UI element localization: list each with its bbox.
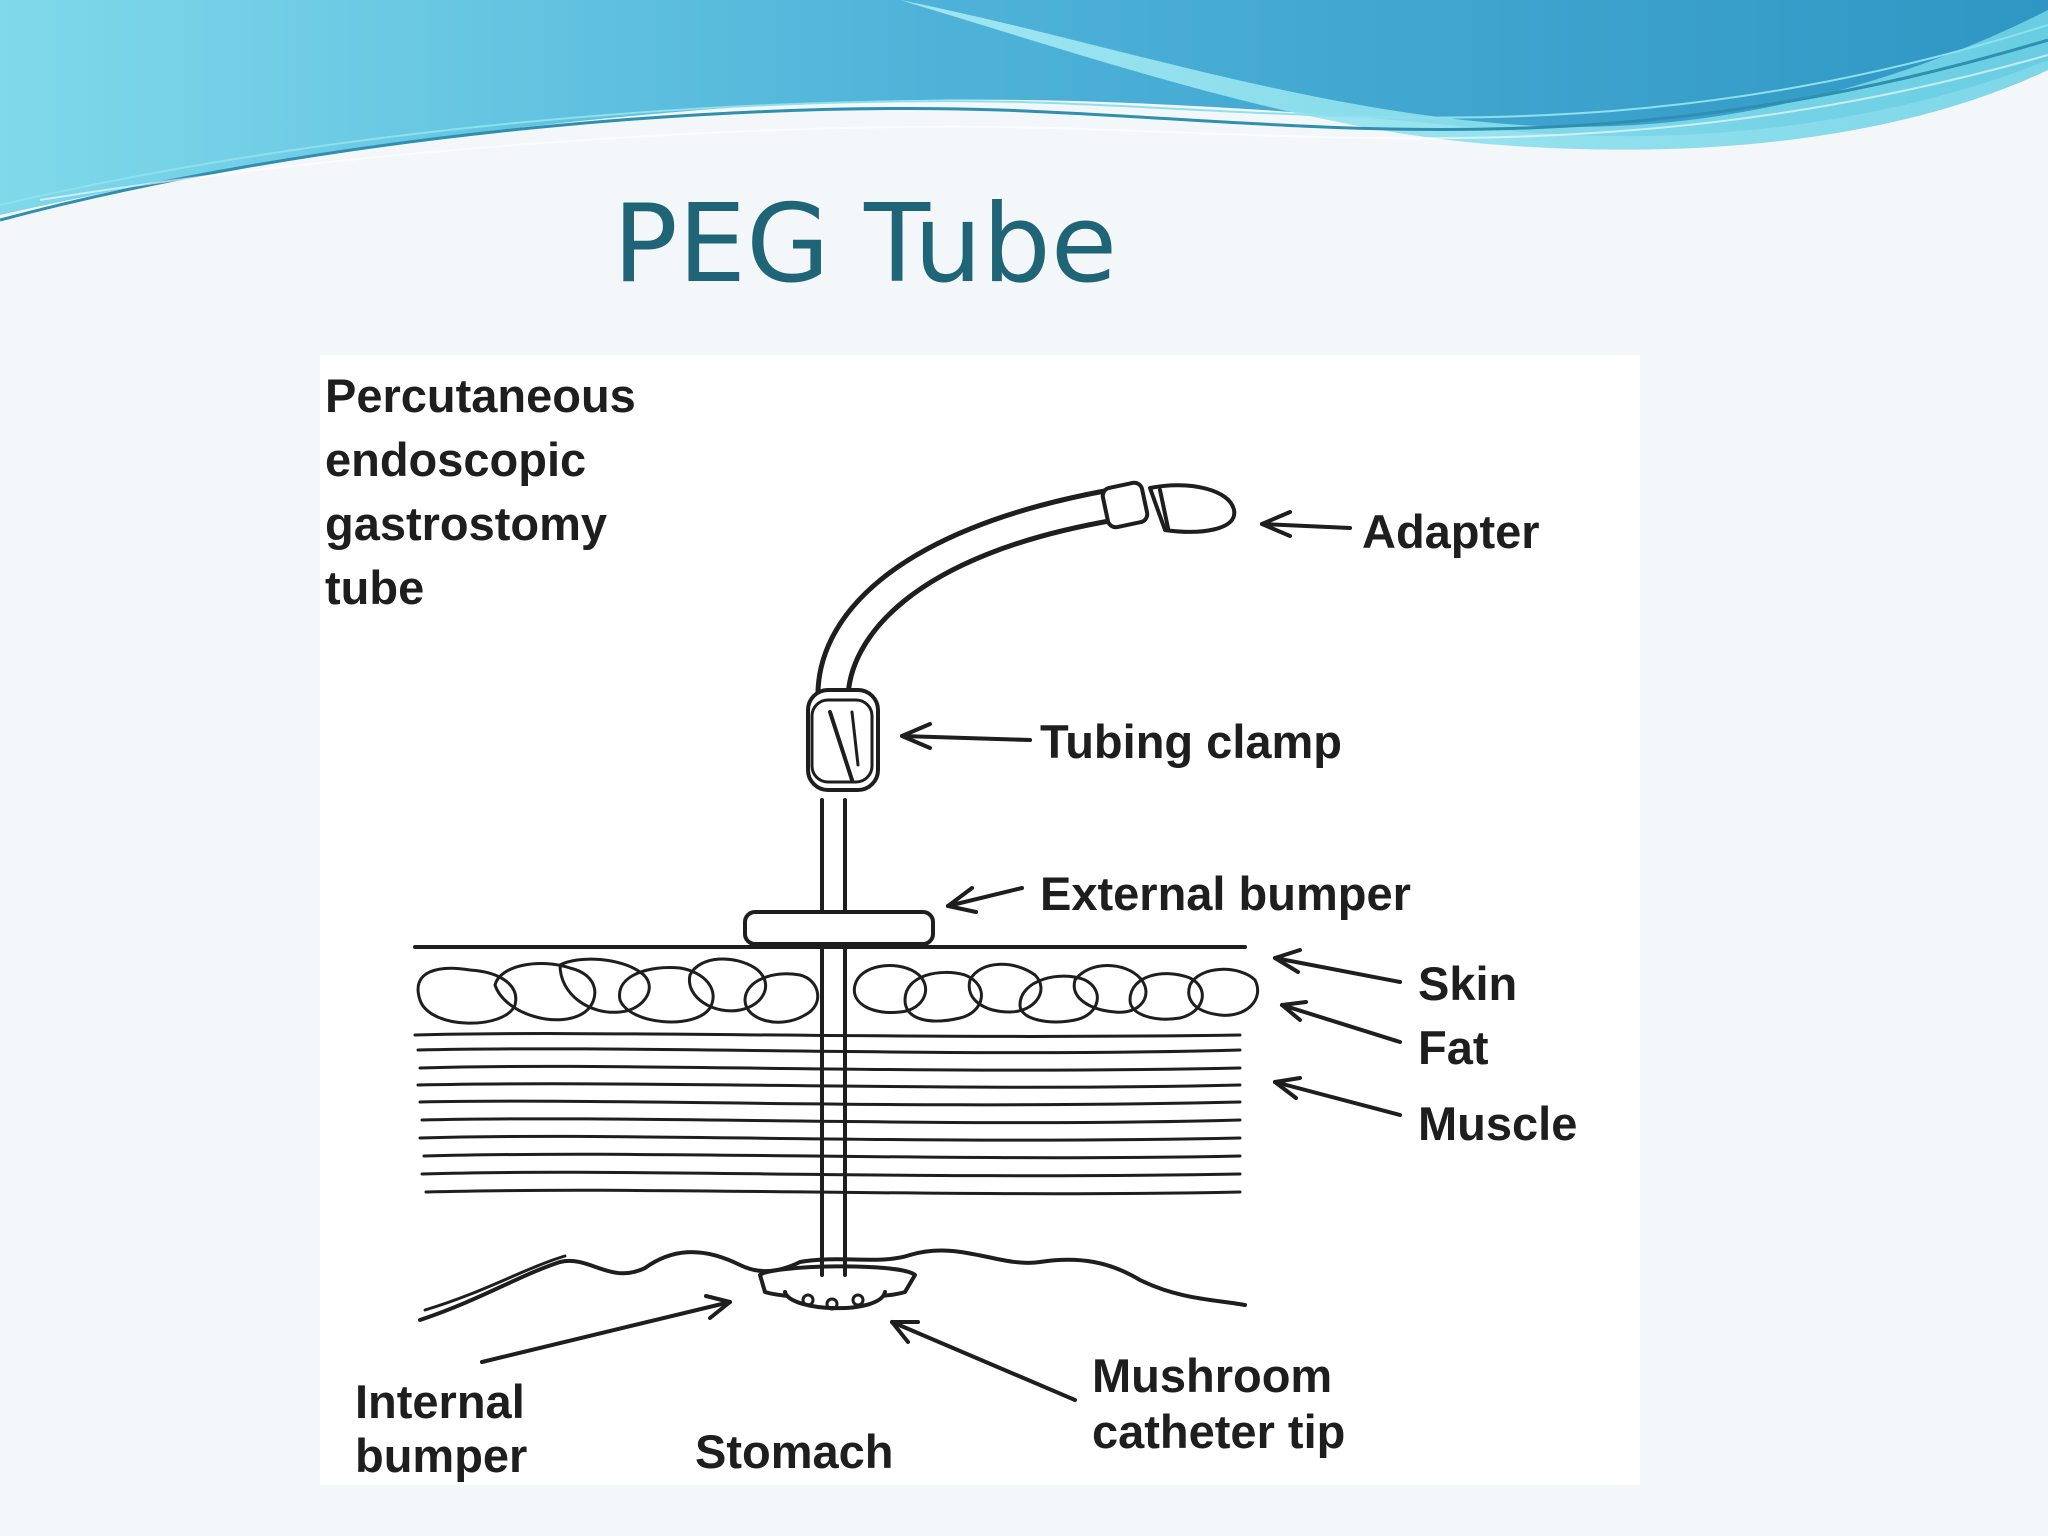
diagram-heading-line-4: tube xyxy=(325,561,424,614)
stomach-wall-line xyxy=(418,1248,1247,1322)
label-mushroom-tip-line-1: Mushroom xyxy=(1092,1349,1332,1402)
label-internal-bumper-line-2: bumper xyxy=(355,1429,527,1482)
diagram-heading-line-2: endoscopic xyxy=(325,433,586,486)
wave-header xyxy=(0,0,2048,222)
label-internal-bumper-line-1: Internal xyxy=(355,1375,525,1428)
label-muscle: Muscle xyxy=(1418,1097,1577,1150)
adapter-shape xyxy=(1100,480,1237,534)
diagram-heading-line-1: Percutaneous xyxy=(325,369,636,422)
label-fat: Fat xyxy=(1418,1021,1489,1074)
muscle-layer xyxy=(413,1032,1242,1196)
label-skin: Skin xyxy=(1418,957,1517,1010)
label-mushroom-tip-line-2: catheter tip xyxy=(1092,1405,1345,1458)
external-bumper-shape xyxy=(743,910,935,946)
label-stomach: Stomach xyxy=(695,1425,894,1478)
diagram-panel xyxy=(320,355,1640,1485)
tubing-clamp-shape xyxy=(806,688,880,792)
fat-layer xyxy=(416,957,1259,1025)
curved-tube xyxy=(815,487,1118,703)
peg-tube-shaft xyxy=(820,798,847,1277)
label-external-bumper: External bumper xyxy=(1040,867,1411,920)
diagram-heading-line-3: gastrostomy xyxy=(325,497,607,550)
label-adapter: Adapter xyxy=(1362,505,1540,558)
slide-title: PEG Tube xyxy=(612,182,1118,307)
label-tubing-clamp: Tubing clamp xyxy=(1040,715,1342,768)
label-arrows xyxy=(480,510,1402,1402)
